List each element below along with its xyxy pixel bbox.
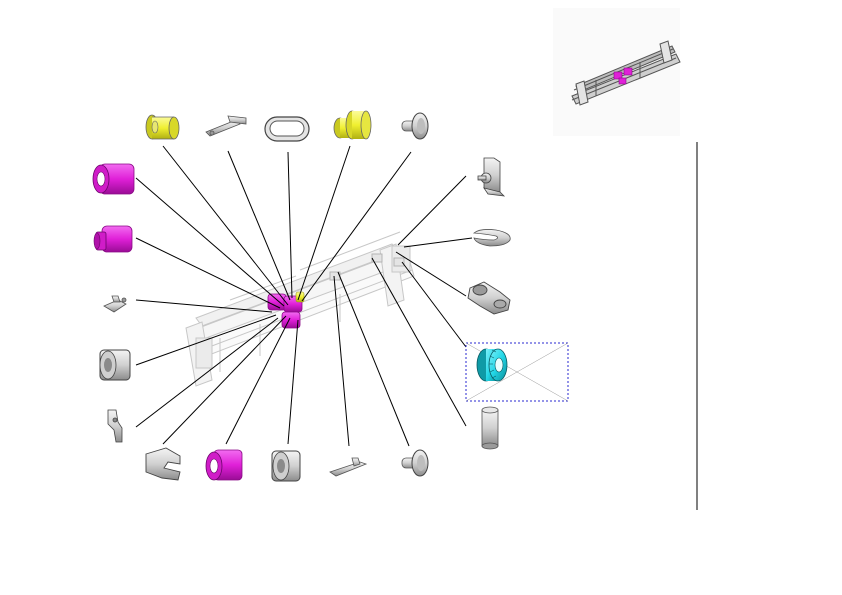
magenta-roller-1[interactable] [92,163,135,195]
yellow-flange-collar[interactable] [145,114,180,140]
lever-strip[interactable] [329,457,368,477]
carriage-rail-assembly [185,231,415,387]
leader-lines [135,145,473,447]
spring-bracket[interactable] [107,409,123,443]
top-pin[interactable] [401,112,429,140]
bracket-with-screw[interactable] [477,157,506,197]
small-clip[interactable] [103,295,127,313]
c-ring[interactable] [472,229,511,247]
magenta-roller-2[interactable] [93,225,133,253]
loop-belt[interactable] [264,116,310,142]
link-plate[interactable] [467,281,511,315]
wire-clip[interactable] [205,115,247,137]
cyan-gear[interactable] [476,348,508,382]
u-clip[interactable] [145,447,181,481]
full-assembly-thumbnail[interactable] [553,8,681,136]
tube-sleeve[interactable] [481,406,499,450]
magenta-roller-bottom[interactable] [205,449,243,481]
yellow-stepped-roller[interactable] [333,110,372,140]
gray-bushing-bottom[interactable] [271,450,301,482]
gray-bushing-left[interactable] [99,349,131,381]
bottom-pin[interactable] [401,449,429,477]
